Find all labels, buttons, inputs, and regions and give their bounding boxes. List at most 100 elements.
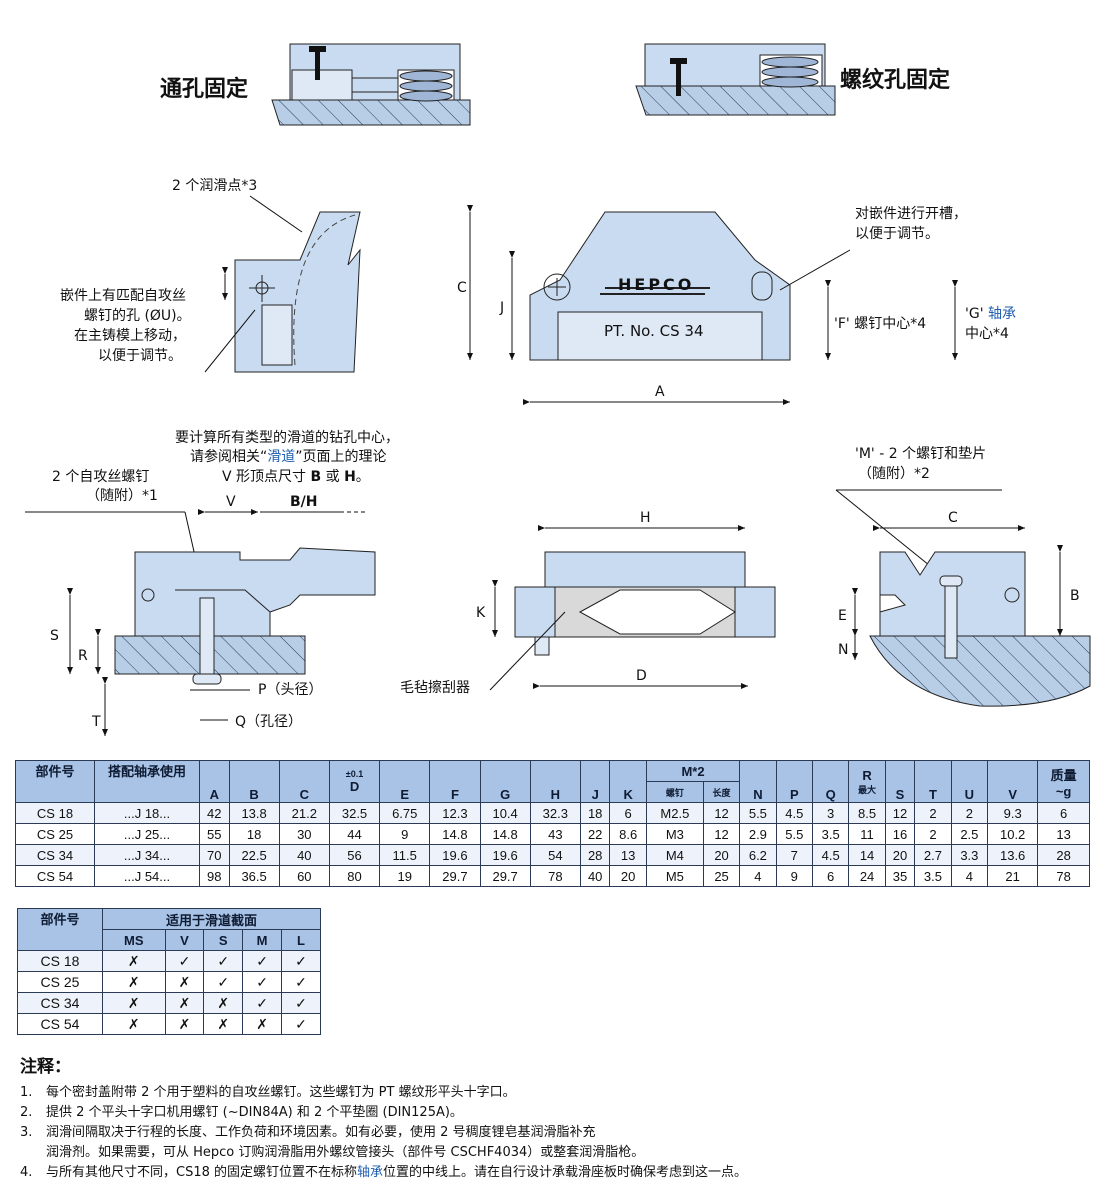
- header-bearing: 搭配轴承使用: [94, 760, 200, 803]
- table-cell: 28: [579, 844, 611, 866]
- g-bearing-label: 'G' 轴承: [965, 306, 1016, 322]
- dim-c-m: C: [948, 510, 958, 526]
- table-cell: M2.5: [645, 802, 704, 824]
- cross-icon: ✗: [242, 1013, 282, 1035]
- table-cell: 8.6: [609, 823, 647, 845]
- table-cell: ...J 54...: [94, 865, 200, 887]
- dim-bh: B/H: [290, 494, 318, 510]
- check-icon: ✓: [164, 950, 205, 972]
- check-icon: ✓: [242, 992, 282, 1014]
- table-cell: 19.6: [479, 844, 531, 866]
- g-center-label: 中心*4: [965, 326, 1009, 342]
- dim-e: E: [838, 608, 847, 624]
- table-cell: 3.3: [950, 844, 989, 866]
- check-icon: ✓: [281, 950, 321, 972]
- table-cell: 9.3: [987, 802, 1039, 824]
- table-cell: 24: [848, 865, 886, 887]
- calc-note-1: 要计算所有类型的滑道的钻孔中心，: [175, 429, 399, 446]
- check-icon: ✓: [281, 971, 321, 993]
- table-cell: 28: [1037, 844, 1090, 866]
- table-cell: 10.2: [987, 823, 1039, 845]
- table-cell: M3: [645, 823, 704, 845]
- cross-icon: ✗: [203, 1013, 244, 1035]
- table-cell: 43: [529, 823, 581, 845]
- table-cell: CS 34: [15, 844, 95, 866]
- header-b: B: [228, 760, 280, 803]
- header-h: H: [529, 760, 581, 803]
- table-cell: 13: [609, 844, 647, 866]
- wiper-view-drawing: [514, 551, 776, 656]
- table-cell: 8.5: [848, 802, 886, 824]
- side-view-drawing: [222, 211, 361, 373]
- note-4: 4.与所有其他尺寸不同，CS18 的固定螺钉位置不在标称轴承位置的中线上。请在自…: [20, 1165, 748, 1180]
- table-cell: 70: [199, 844, 230, 866]
- header-u: U: [950, 760, 989, 803]
- table-cell: CS 18: [15, 802, 95, 824]
- table-cell: CS 54: [15, 865, 95, 887]
- table-cell: 4.5: [775, 802, 813, 824]
- compat-col-ms: MS: [102, 929, 166, 951]
- through-hole-label: 通孔固定: [160, 76, 248, 102]
- table-cell: 78: [1037, 865, 1090, 887]
- table-cell: 12: [702, 823, 741, 845]
- table-cell: 4: [739, 865, 777, 887]
- header-f: F: [429, 760, 481, 803]
- table-cell: 36.5: [228, 865, 280, 887]
- cross-icon: ✗: [102, 950, 166, 972]
- table-cell: 14.8: [429, 823, 481, 845]
- header-v: V: [987, 760, 1039, 803]
- header-m-screw: 螺钉: [645, 781, 704, 803]
- header-e: E: [379, 760, 431, 803]
- header-mass: 质量~g: [1037, 760, 1090, 803]
- check-icon: ✓: [242, 950, 282, 972]
- slot-note-2: 以便于调节。: [855, 226, 939, 242]
- table-cell: 30: [278, 823, 330, 845]
- note-1: 1.每个密封盖附带 2 个用于塑料的自攻丝螺钉。这些螺钉为 PT 螺纹形平头十字…: [20, 1085, 516, 1100]
- compat-row: CS 54✗✗✗✗✓: [17, 1013, 321, 1035]
- f-screw-center-label: 'F' 螺钉中心*4: [834, 316, 926, 332]
- table-cell: 12.3: [429, 802, 481, 824]
- insert-note-2: 螺钉的孔 (ØU)。: [84, 308, 191, 324]
- check-icon: ✓: [242, 971, 282, 993]
- insert-note-1: 嵌件上有匹配自攻丝: [60, 288, 186, 304]
- check-icon: ✓: [281, 1013, 321, 1035]
- dim-s: S: [50, 628, 59, 644]
- header-a: A: [199, 760, 230, 803]
- table-cell: M4: [645, 844, 704, 866]
- table-cell: 22.5: [228, 844, 280, 866]
- notes-section: 注释： 1.每个密封盖附带 2 个用于塑料的自攻丝螺钉。这些螺钉为 PT 螺纹形…: [20, 1052, 1100, 1183]
- m-note-1: 'M' - 2 个螺钉和垫片: [855, 446, 986, 462]
- table-cell: 14.8: [479, 823, 531, 845]
- dim-n: N: [838, 642, 848, 658]
- table-cell: 20: [702, 844, 741, 866]
- table-cell: 42: [199, 802, 230, 824]
- table-cell: 4.5: [811, 844, 850, 866]
- p-head-diameter: P（头径）: [258, 682, 322, 698]
- cross-icon: ✗: [164, 971, 205, 993]
- m-view-drawing: [869, 551, 1091, 707]
- part-number-label: PT. No. CS 34: [604, 322, 704, 340]
- table-cell: 2: [914, 823, 952, 845]
- table-cell: 4: [950, 865, 989, 887]
- header-j: J: [579, 760, 611, 803]
- table-cell: ...J 25...: [94, 823, 200, 845]
- compat-row: CS 25✗✗✓✓✓: [17, 971, 321, 993]
- table-cell: 6: [609, 802, 647, 824]
- hepco-logo: HEPCO: [618, 275, 694, 294]
- table-cell: 9: [775, 865, 813, 887]
- header-n: N: [739, 760, 777, 803]
- check-icon: ✓: [281, 992, 321, 1014]
- table-cell: 5.5: [775, 823, 813, 845]
- table-cell: 13.6: [987, 844, 1039, 866]
- compat-header-section: 适用于滑道截面: [102, 908, 321, 930]
- compat-col-v: V: [164, 929, 205, 951]
- table-cell: 3.5: [811, 823, 850, 845]
- threaded-hole-label: 螺纹孔固定: [840, 67, 950, 93]
- dim-b: B: [1070, 588, 1080, 604]
- header-m: M*2: [645, 760, 741, 782]
- header-part: 部件号: [15, 760, 95, 803]
